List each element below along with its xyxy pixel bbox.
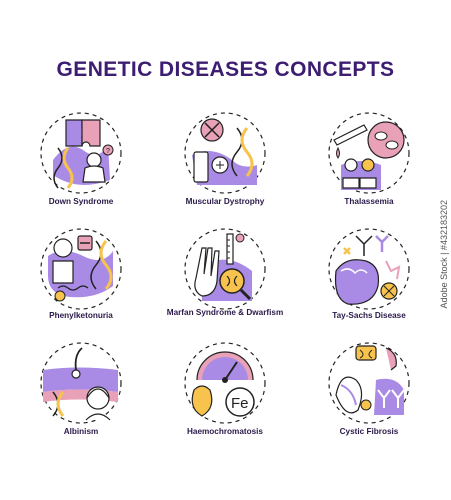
concept-down-syndrome: ? Down Syndrome [6,110,156,230]
concept-label: Albinism [63,427,99,436]
concept-label: Haemochromatosis [187,427,263,436]
albinism-icon [38,340,124,426]
page-title: GENETIC DISEASES CONCEPTS [56,58,395,81]
down-syndrome-icon: ? [38,110,124,196]
concept-label: Thalassemia [344,197,394,206]
stock-watermark: Adobe Stock | #432183202 [439,200,449,309]
concept-albinism: Albinism [6,340,156,460]
concept-haemochromatosis: Fe Haemochromatosis [150,340,300,460]
concept-thalassemia: Thalassemia [294,110,444,230]
concept-tay-sachs: Tay-Sachs Disease [294,226,444,346]
thalassemia-icon [326,110,412,196]
fe-symbol: Fe [231,395,249,412]
concept-label: Down Syndrome [48,197,114,206]
phenylketonuria-icon [38,226,124,312]
concept-label: Phenylketonuria [49,311,113,320]
concept-label: Tay-Sachs Disease [332,311,406,320]
haemochromatosis-icon: Fe [182,340,268,426]
svg-text:?: ? [106,148,110,155]
concept-label: Muscular Dystrophy [185,197,265,206]
concept-label: Marfan Syndrome & Dwarfism [166,308,284,317]
cystic-fibrosis-icon [326,340,412,426]
concept-phenylketonuria: Phenylketonuria [6,226,156,346]
concept-cystic-fibrosis: Cystic Fibrosis [294,340,444,460]
tay-sachs-icon [326,226,412,312]
muscular-dystrophy-icon [182,110,268,196]
concept-label: Cystic Fibrosis [339,427,399,436]
concept-muscular-dystrophy: Muscular Dystrophy [150,110,300,230]
concept-marfan-syndrome: Marfan Syndrome & Dwarfism [150,226,300,346]
marfan-syndrome-icon [182,226,268,312]
